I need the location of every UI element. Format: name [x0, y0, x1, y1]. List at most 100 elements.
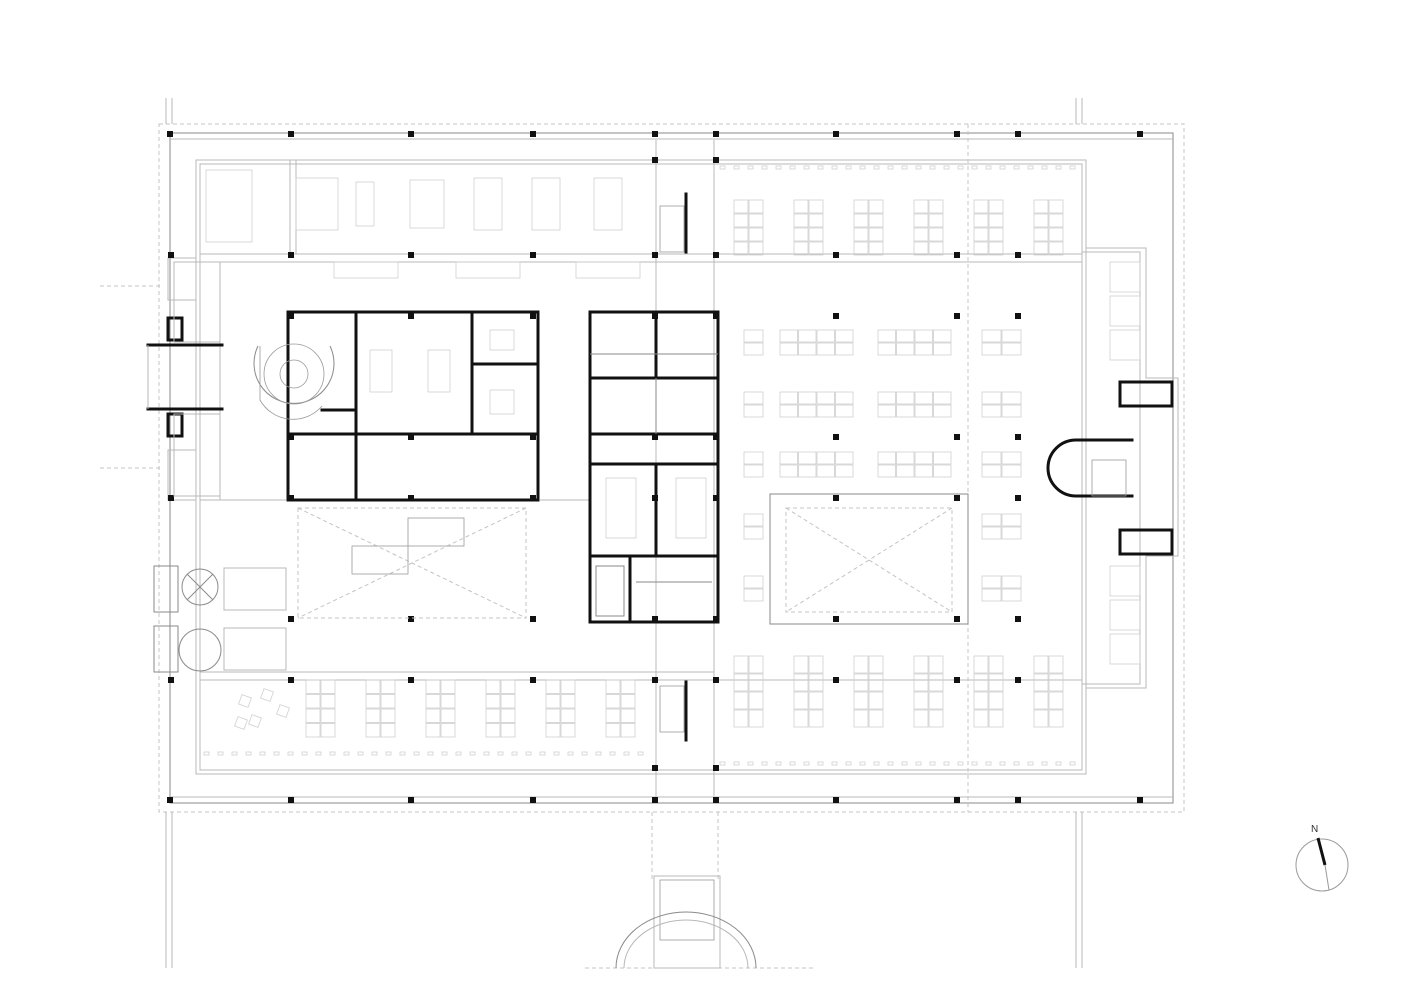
desk-cluster	[743, 451, 764, 478]
desk	[928, 241, 944, 256]
desk	[793, 241, 809, 256]
column	[713, 313, 719, 319]
desk	[743, 464, 764, 478]
desk-tick	[287, 751, 294, 756]
desk	[1048, 213, 1064, 228]
desk	[748, 709, 764, 728]
desk	[500, 679, 516, 694]
column	[652, 157, 658, 163]
desk	[808, 691, 824, 710]
desk-tick	[511, 751, 518, 756]
desk	[913, 241, 929, 256]
column	[713, 157, 719, 163]
desk	[928, 673, 944, 692]
desk-cluster	[973, 655, 1004, 728]
desk	[835, 404, 854, 418]
desk	[545, 708, 561, 723]
desk-tick	[957, 165, 964, 170]
desk-tick	[343, 751, 350, 756]
desk	[1048, 709, 1064, 728]
desk	[798, 329, 817, 343]
desk	[896, 342, 915, 356]
desk	[868, 655, 884, 674]
desk-cluster	[913, 655, 944, 728]
column	[408, 797, 414, 803]
desk-tick	[817, 761, 824, 766]
desk	[779, 464, 798, 478]
desk	[973, 241, 989, 256]
desk	[914, 404, 933, 418]
desk	[485, 723, 501, 738]
desk-tick	[231, 751, 238, 756]
desk	[380, 708, 396, 723]
desk	[835, 329, 854, 343]
desk	[913, 673, 929, 692]
column	[652, 252, 658, 258]
desk-tick	[761, 165, 768, 170]
column	[168, 677, 174, 683]
desk	[440, 694, 456, 709]
desk	[933, 451, 952, 465]
desk	[808, 213, 824, 228]
desk	[928, 655, 944, 674]
desk	[365, 694, 381, 709]
desk	[793, 199, 809, 214]
desk	[605, 723, 621, 738]
desk	[914, 342, 933, 356]
desk-tick	[971, 165, 978, 170]
structural-columns	[167, 131, 1143, 803]
desk	[733, 655, 749, 674]
desk	[779, 451, 798, 465]
column	[954, 797, 960, 803]
desk	[808, 227, 824, 242]
desk	[545, 679, 561, 694]
desk	[853, 655, 869, 674]
desk-tick	[887, 761, 894, 766]
desk	[808, 241, 824, 256]
desk-tick	[929, 165, 936, 170]
desk-cluster	[877, 391, 952, 418]
desk	[816, 451, 835, 465]
column	[288, 797, 294, 803]
desk	[620, 679, 636, 694]
column	[288, 616, 294, 622]
desk	[1033, 227, 1049, 242]
desk	[779, 342, 798, 356]
service-core	[588, 310, 720, 624]
column	[530, 616, 536, 622]
desk	[743, 329, 764, 343]
desk-tick	[1013, 761, 1020, 766]
desk	[1001, 464, 1022, 478]
desk	[981, 391, 1002, 405]
desk-cluster	[779, 329, 854, 356]
desk	[1048, 199, 1064, 214]
desk-cluster	[305, 679, 336, 738]
desk	[973, 199, 989, 214]
desk	[743, 526, 764, 540]
desk	[1033, 709, 1049, 728]
desk-tick	[623, 751, 630, 756]
desk-tick	[971, 761, 978, 766]
desk	[1001, 513, 1022, 527]
desk-tick	[803, 761, 810, 766]
desk-cluster	[425, 679, 456, 738]
desk	[425, 708, 441, 723]
column	[288, 313, 294, 319]
west-small-rooms	[173, 261, 221, 497]
column	[1015, 131, 1021, 137]
side-room	[1109, 295, 1141, 327]
desk-tick	[929, 761, 936, 766]
desk	[793, 673, 809, 692]
desk	[1001, 526, 1022, 540]
desk	[733, 199, 749, 214]
desk-tick	[399, 751, 406, 756]
column	[713, 434, 719, 440]
desk-tick	[525, 751, 532, 756]
desk	[320, 708, 336, 723]
column	[833, 131, 839, 137]
desk-cluster	[981, 513, 1022, 540]
desk-tick	[273, 751, 280, 756]
column	[408, 677, 414, 683]
desk	[988, 673, 1004, 692]
